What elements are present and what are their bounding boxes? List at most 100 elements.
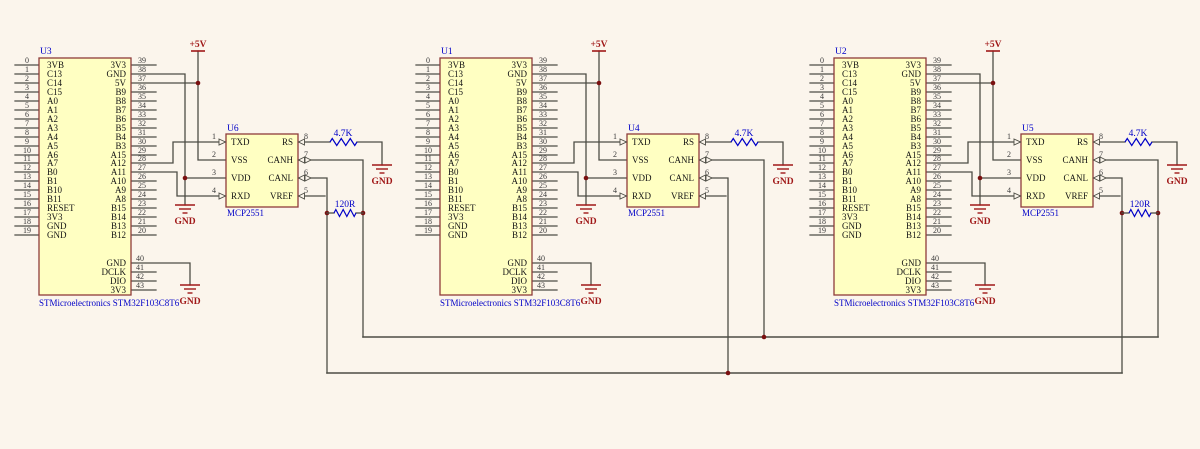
pin-name: GND (448, 221, 468, 231)
pin-number: 12 (23, 163, 31, 172)
wire-canl[interactable] (297, 177, 328, 374)
wire-a11-rxd[interactable] (130, 171, 227, 197)
pin-number: 27 (933, 163, 941, 172)
gnd-label: GND (179, 297, 200, 307)
pin-name: A9 (115, 185, 126, 195)
pin-number: 9 (426, 137, 430, 146)
wire-pin40-gnd[interactable] (925, 262, 986, 286)
mcu-body-U2[interactable] (833, 57, 927, 296)
transceiver-ref: U5 (1022, 124, 1034, 134)
resistor-terminator[interactable] (1128, 208, 1152, 218)
pin-name: VDD (1026, 173, 1046, 183)
wire-a12-txd[interactable] (925, 141, 1022, 164)
wire-rs-gnd[interactable] (356, 141, 383, 166)
wire-gnd[interactable] (925, 73, 981, 206)
pin-number: 21 (539, 217, 547, 226)
gnd-symbol[interactable]: GND (179, 284, 201, 307)
power-5v-symbol[interactable]: +5V (984, 40, 1002, 52)
wire-rs-gnd[interactable] (1151, 141, 1178, 166)
resistor-terminator[interactable] (333, 208, 357, 218)
pin-number: 38 (933, 65, 941, 74)
transceiver-body-U5[interactable] (1020, 133, 1094, 208)
wire-gnd[interactable] (130, 73, 186, 206)
pin-name: VREF (1065, 191, 1088, 201)
wire-rs-gnd[interactable] (757, 141, 784, 166)
wire-canh[interactable] (698, 159, 765, 338)
pin-name: A2 (47, 114, 58, 124)
wire-a12-txd[interactable] (531, 141, 628, 164)
gnd-symbol[interactable]: GND (772, 164, 794, 187)
transceiver-title: MCP2551 (628, 208, 665, 218)
pin-name: A5 (448, 141, 459, 151)
transceiver-body-U6[interactable] (225, 133, 299, 208)
gnd-symbol[interactable]: GND (969, 204, 991, 227)
resistor-rs[interactable] (730, 137, 759, 147)
power-5v-symbol[interactable]: +5V (590, 40, 608, 52)
pin-number: 3 (212, 168, 216, 177)
junction-dot (596, 80, 602, 86)
pin-number: 16 (818, 199, 826, 208)
junction-dot (725, 370, 731, 376)
pin-arrow-icon (1092, 156, 1100, 164)
pin-name: A11 (906, 167, 921, 177)
power-label: +5V (189, 40, 206, 50)
wire-a11-rxd[interactable] (925, 171, 1022, 197)
wire-5v-vss[interactable] (598, 50, 628, 161)
wire-canh[interactable] (297, 159, 364, 338)
gnd-symbol[interactable]: GND (974, 284, 996, 307)
pin-number: 41 (537, 263, 545, 272)
gnd-symbol[interactable]: GND (371, 164, 393, 187)
wire-gnd[interactable] (531, 73, 587, 206)
gnd-symbol[interactable]: GND (174, 204, 196, 227)
pin-number: 28 (138, 154, 146, 163)
wire-canl[interactable] (1092, 177, 1123, 374)
pin-name: B4 (910, 132, 921, 142)
pin-name: C15 (448, 87, 464, 97)
pin-name: GND (107, 258, 127, 268)
pin-name: GND (842, 221, 862, 231)
can-bus[interactable] (326, 336, 1159, 374)
can-node-U2[interactable]: 4.7K120R+5VGNDGNDGNDU2STMicroelectronics… (809, 40, 1188, 374)
pin-name: A6 (448, 150, 459, 160)
pin-name: B6 (516, 114, 527, 124)
mcu-body-U3[interactable] (38, 57, 132, 296)
wire-5v-vss[interactable] (992, 50, 1022, 161)
pin-number: 31 (138, 128, 146, 137)
wire-pin40-gnd[interactable] (130, 262, 191, 286)
wire-pin40-gnd[interactable] (531, 262, 592, 286)
pin-number: 2 (613, 150, 617, 159)
mcu-body-U1[interactable] (439, 57, 533, 296)
resistor-rs[interactable] (329, 137, 358, 147)
pin-name: 3V3 (906, 285, 922, 295)
transceiver-body-U4[interactable] (626, 133, 700, 208)
pin-name: B11 (47, 194, 62, 204)
power-label: +5V (984, 40, 1001, 50)
gnd-symbol[interactable]: GND (580, 284, 602, 307)
gnd-symbol[interactable]: GND (575, 204, 597, 227)
wire-canl[interactable] (698, 177, 729, 374)
pin-number: 25 (933, 181, 941, 190)
wire-a11-rxd[interactable] (531, 171, 628, 197)
pin-name: GND (842, 230, 862, 240)
wire-canh[interactable] (1092, 159, 1159, 338)
pin-name: B10 (47, 185, 63, 195)
pin-arrow-icon (1092, 174, 1100, 182)
pin-name: A11 (111, 167, 126, 177)
gnd-label: GND (174, 217, 195, 227)
wire-5v-vss[interactable] (197, 50, 227, 161)
wire-a12-txd[interactable] (130, 141, 227, 164)
resistor-rs[interactable] (1124, 137, 1153, 147)
can-node-U3[interactable]: 4.7K120R+5VGNDGNDGNDU3STMicroelectronics… (14, 40, 393, 374)
pin-number: 6 (1099, 168, 1103, 177)
pin-name: C13 (47, 69, 63, 79)
power-5v-symbol[interactable]: +5V (189, 40, 207, 52)
pin-name: A15 (512, 150, 528, 160)
pin-name: A9 (516, 185, 527, 195)
pin-number: 34 (933, 101, 941, 110)
pin-name: B14 (512, 212, 528, 222)
pin-name: RS (1077, 137, 1088, 147)
gnd-symbol[interactable]: GND (1166, 164, 1188, 187)
pin-name: B0 (47, 167, 58, 177)
